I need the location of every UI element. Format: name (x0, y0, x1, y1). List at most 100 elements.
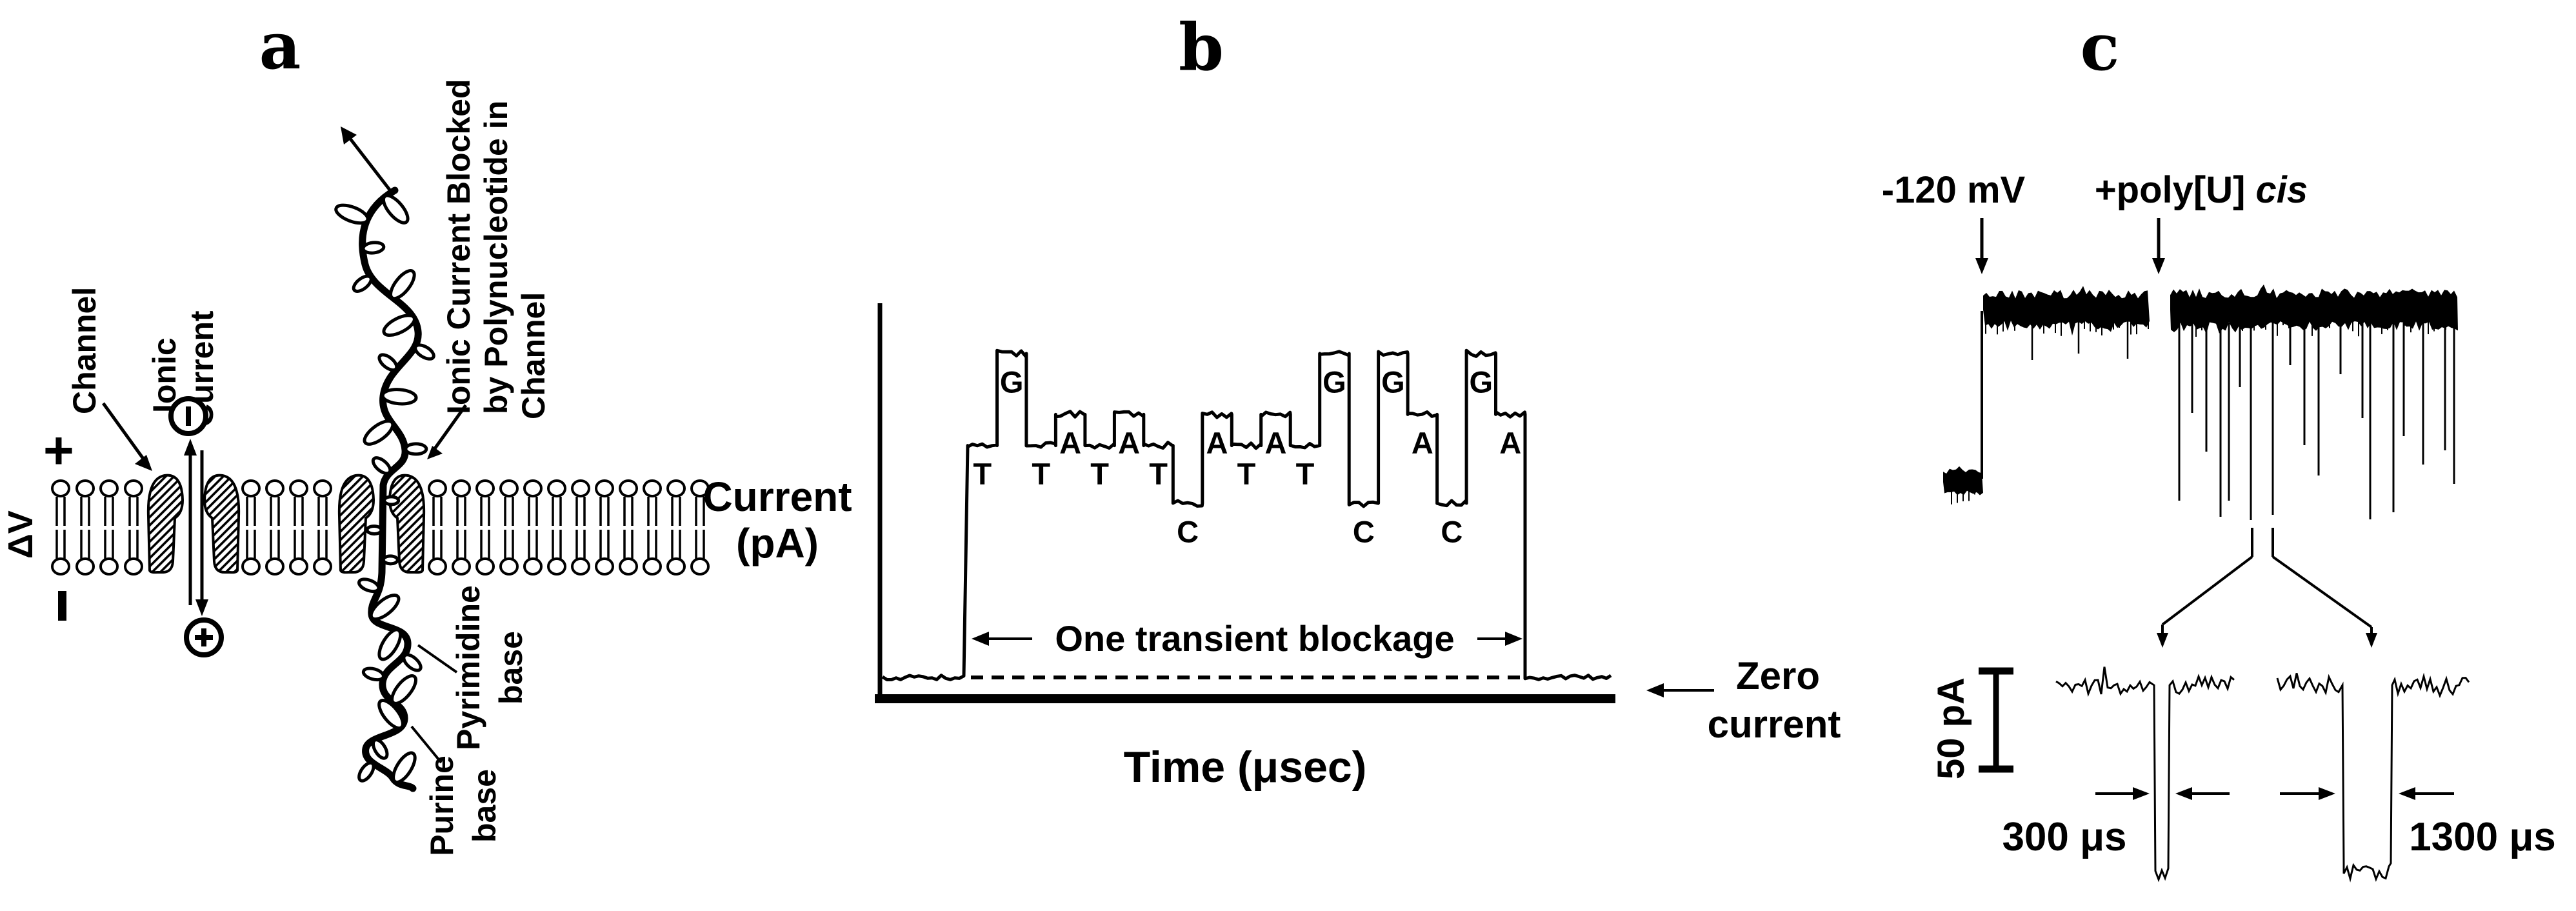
base-ellipse (389, 269, 416, 301)
current-staircase-trace (881, 348, 1612, 681)
base-ellipse (361, 241, 386, 255)
channel-protein-icon (337, 474, 375, 574)
base-label-A: A (1412, 426, 1433, 460)
base-label-C: C (1441, 514, 1463, 548)
base-ellipse (363, 419, 395, 446)
lipid-molecule (265, 479, 285, 576)
zero-current-label-2: current (1708, 703, 1841, 746)
base-ellipse (371, 738, 389, 760)
lipid-molecule (547, 479, 566, 576)
open-channel-recording (1943, 285, 2458, 520)
lipid-molecule (595, 479, 614, 576)
scale-bar-label: 50 pA (1930, 677, 1972, 779)
base-ellipse (402, 653, 423, 672)
cis-text: cis (2256, 169, 2308, 211)
electrode-plus-sign: + (43, 421, 74, 480)
lipid-molecule (99, 479, 119, 576)
voltage-annotation: -120 mV (1882, 169, 2026, 211)
base-label-G: G (1381, 365, 1405, 399)
base-ellipse (361, 666, 385, 682)
zero-current-pointer-arrow (1646, 683, 1714, 697)
lipid-molecule (643, 479, 662, 576)
base-ellipse (377, 628, 403, 661)
lipid-molecule (666, 479, 686, 576)
lipid-molecule (475, 479, 495, 576)
base-ellipse (381, 388, 418, 406)
base-label-T: T (1149, 457, 1168, 491)
ion-flux-down-arrow (195, 450, 208, 616)
voltage-label: ΔV (1, 510, 40, 559)
lipid-molecule (499, 479, 519, 576)
base-ellipse (414, 343, 435, 361)
polyu-text: +poly[U] (2095, 169, 2256, 211)
pyrimidine-base-label: base (493, 631, 529, 705)
y-axis-units: (pA) (736, 520, 819, 566)
pyrimidine-label: Pyrimidine (450, 585, 486, 750)
lipid-molecule (75, 479, 95, 576)
lipid-molecule (124, 479, 143, 576)
voltage-event-arrow (1975, 218, 1988, 274)
panel-a-label: a (259, 8, 301, 84)
scale-bar-icon (1979, 667, 2013, 773)
strand-exit-arrow (341, 126, 393, 194)
purine-label: Purine (424, 756, 460, 856)
panel-b-label: b (1179, 9, 1224, 85)
base-label-T: T (1296, 457, 1315, 491)
base-ellipse (357, 761, 375, 783)
panel-a: a + ΔV Channel Ionic Current (1, 8, 710, 856)
zero-current-label-1: Zero (1736, 654, 1820, 697)
base-ellipse (383, 495, 401, 506)
base-ellipse (390, 674, 417, 705)
duration-arrows-short (2095, 787, 2230, 800)
lipid-molecule (452, 479, 471, 576)
panel-c-label: c (2081, 9, 2120, 85)
pyrimidine-pointer-line (417, 644, 458, 674)
channel-label: Channel (66, 287, 103, 414)
nucleotide-bases (334, 194, 435, 784)
noisy-current-band (1943, 466, 1983, 496)
base-ellipse (371, 456, 392, 476)
negative-ion-icon (168, 396, 208, 436)
y-axis-title: Current (703, 474, 852, 520)
lipid-molecule (690, 479, 710, 576)
blockage-annotation: One transient blockage (1055, 618, 1454, 659)
lipid-molecule (523, 479, 543, 576)
blocked-current-pointer-arrow (427, 404, 468, 459)
base-label-C: C (1177, 514, 1199, 548)
base-ellipse (369, 594, 401, 621)
positive-ion-icon (184, 617, 224, 657)
base-label-T: T (1032, 457, 1050, 491)
base-label-T: T (973, 457, 992, 491)
lipid-molecule (428, 479, 447, 576)
duration-label-long: 1300 μs (2409, 815, 2556, 859)
expanded-trace-long-event (2276, 672, 2470, 883)
lipid-molecule (619, 479, 638, 576)
base-label-A: A (1264, 426, 1286, 460)
blocked-current-label-3: Channel (515, 292, 552, 419)
x-axis (875, 694, 1615, 703)
base-ellipse (377, 353, 399, 372)
base-label-A: A (1118, 426, 1140, 460)
base-ellipse (381, 554, 399, 566)
base-ellipse (377, 699, 404, 730)
base-ellipse (352, 274, 373, 293)
x-axis-title: Time (μsec) (1124, 743, 1367, 792)
blocked-current-label-1: Ionic Current Blocked (441, 79, 477, 414)
lipid-molecule (571, 479, 590, 576)
polyu-event-arrow (2152, 218, 2165, 274)
ion-flux-up-arrow (184, 439, 197, 605)
hatched-protein-channels (146, 474, 426, 574)
base-ellipse (382, 314, 416, 337)
panel-c: c -120 mV +poly[U] cis (1882, 9, 2556, 883)
base-label-G: G (1470, 365, 1493, 399)
base-ellipse (392, 751, 417, 784)
duration-label-short: 300 μs (2002, 815, 2126, 859)
duration-arrows-long (2280, 787, 2454, 800)
expanded-trace-short-event (2055, 666, 2235, 883)
base-label-G: G (1000, 365, 1024, 399)
polyu-annotation: +poly[U] cis (2095, 169, 2308, 211)
blocked-current-label-2: by Polynucleotide in (478, 101, 514, 414)
base-ellipse (381, 194, 410, 225)
channel-protein-icon (203, 474, 241, 574)
base-ellipse (334, 203, 370, 225)
